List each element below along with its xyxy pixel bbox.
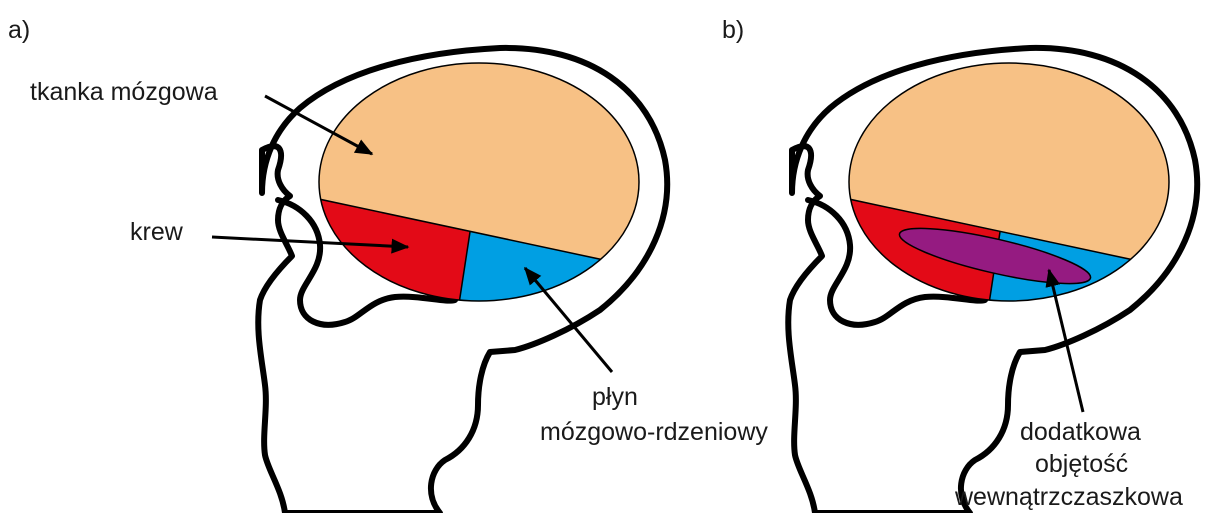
label-extra-line1: dodatkowa — [1020, 418, 1141, 446]
label-csf-line1: płyn — [592, 383, 638, 411]
panel-b: b) dodatkowa objętość wewnątrzczaszkowa — [722, 16, 1197, 513]
label-extra-line2: objętość — [1035, 450, 1128, 478]
panel-a: a) tkanka mózgowa krew płyn mózgowo-rdze… — [8, 16, 768, 513]
label-extra-line3: wewnątrzczaszkowa — [954, 483, 1183, 511]
arrow-csf — [525, 268, 612, 372]
panel-b-label: b) — [722, 16, 744, 44]
label-csf-line2: mózgowo-rdzeniowy — [540, 418, 768, 446]
label-brain-tissue: tkanka mózgowa — [30, 78, 218, 106]
panel-a-label: a) — [8, 16, 30, 44]
label-blood: krew — [130, 218, 184, 246]
